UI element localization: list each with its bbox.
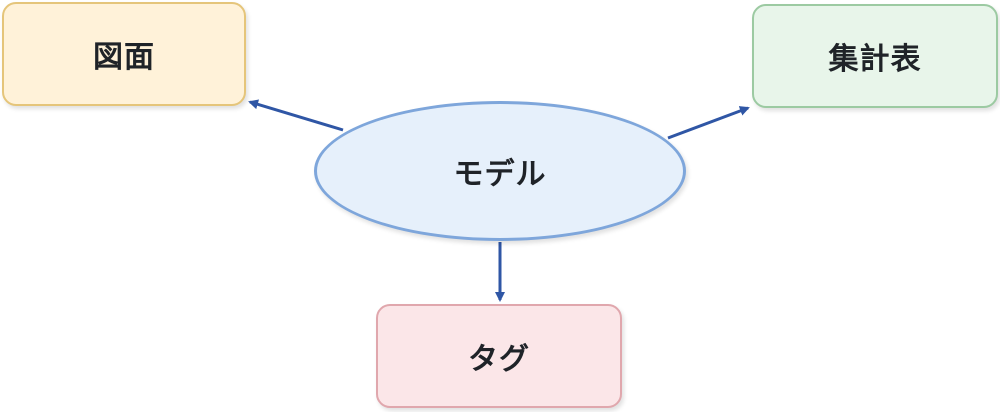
node-model-label: モデル <box>453 157 547 192</box>
node-shukei-label: 集計表 <box>828 42 922 77</box>
arrow-model-to-shukei <box>667 106 750 140</box>
node-zumen: 図面 <box>2 2 246 106</box>
node-shukei: 集計表 <box>752 4 998 108</box>
node-zumen-label: 図面 <box>93 40 155 75</box>
node-tag-label: タグ <box>468 342 530 377</box>
node-tag: タグ <box>376 304 622 408</box>
node-model: モデル <box>314 101 686 241</box>
arrow-model-to-zumen <box>248 99 344 132</box>
